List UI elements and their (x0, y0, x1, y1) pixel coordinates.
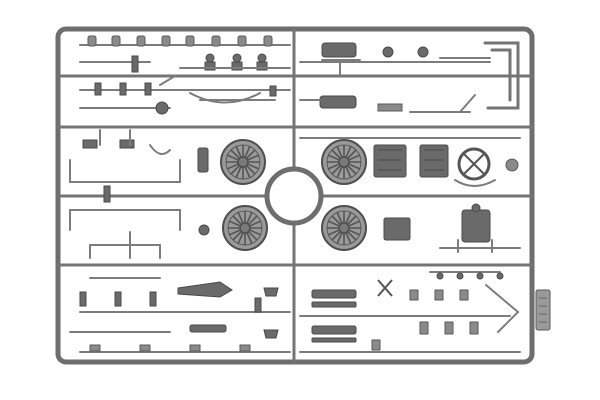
radiator (383, 203, 521, 253)
sprue-frame (55, 26, 535, 365)
wheel-top-right (321, 139, 367, 185)
axle-row (79, 75, 291, 115)
sprue-label-tab (535, 289, 551, 331)
wheel-bottom-right (321, 205, 367, 251)
center-ring (264, 166, 324, 226)
lower-right-parts (299, 271, 521, 353)
small-parts-row-top (79, 35, 291, 73)
horn-part (505, 158, 519, 172)
lower-left-parts (69, 231, 291, 353)
frame-bars-left (69, 129, 210, 236)
wheel-bottom-left (222, 205, 268, 251)
wheel-top-left (220, 139, 266, 185)
steering-wheel (454, 147, 496, 187)
engine-block (373, 144, 449, 178)
engine-parts-top-right (299, 41, 520, 113)
